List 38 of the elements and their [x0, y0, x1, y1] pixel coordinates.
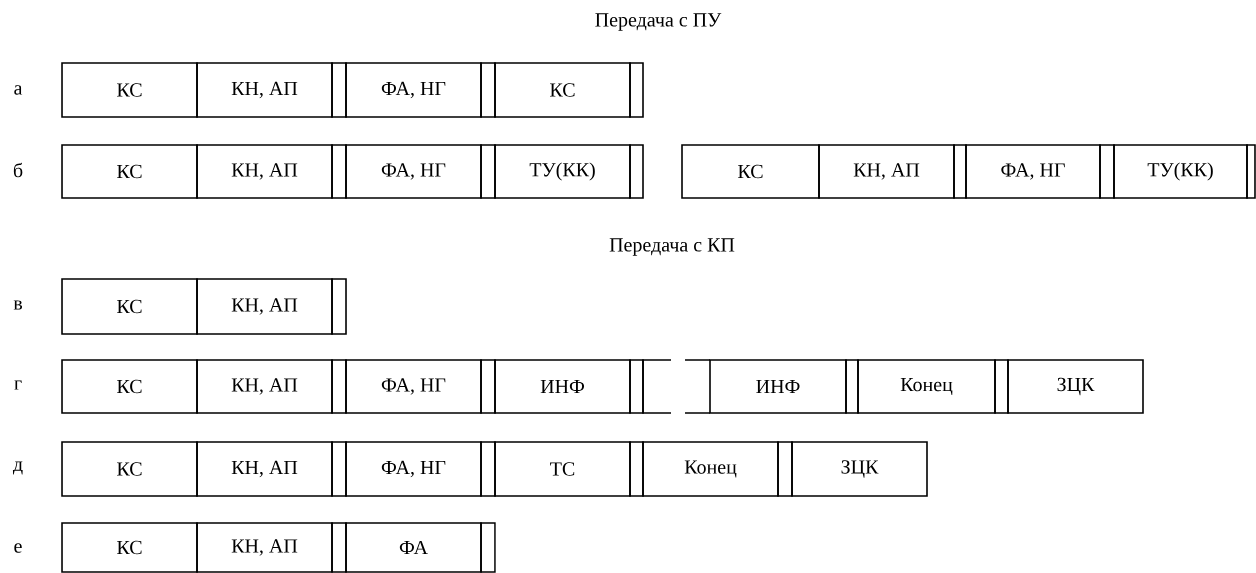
- frame-cell: КН, АП: [196, 522, 333, 573]
- frame-cell: КС: [61, 441, 198, 497]
- frame-cell: ФА, НГ: [345, 359, 482, 414]
- section-heading: Передача с КП: [609, 238, 735, 256]
- section-heading: Передача с ПУ: [595, 13, 722, 31]
- frame-cell: ФА, НГ: [965, 144, 1101, 199]
- frame-cell: Конец: [857, 359, 996, 414]
- frame-cell: КС: [61, 522, 198, 573]
- frame-cell: КС: [61, 359, 198, 414]
- frame-cell: ФА, НГ: [345, 441, 482, 497]
- frame-cell: ФА, НГ: [345, 144, 482, 199]
- frame-cell: КС: [61, 62, 198, 118]
- frame-cell: ТС: [494, 441, 631, 497]
- frame-cell: ФА: [345, 522, 482, 573]
- frame-cell: ЗЦК: [791, 441, 928, 497]
- row-letter: б: [13, 162, 23, 178]
- frame-cell: ТУ(КК): [494, 144, 631, 199]
- row-letter: д: [12, 461, 23, 475]
- frame-cell: КН, АП: [818, 144, 955, 199]
- frame-cell: ЗЦК: [1007, 359, 1144, 414]
- frame-cell: КС: [61, 144, 198, 199]
- frame-cell: КН, АП: [196, 62, 333, 118]
- frame-cell: КС: [61, 278, 198, 335]
- frame-cell: ФА, НГ: [345, 62, 482, 118]
- frame-cell: ИНФ: [494, 359, 631, 414]
- row-letter: е: [14, 543, 22, 553]
- frame-cell: КН, АП: [196, 359, 333, 414]
- frame-cell: ТУ(КК): [1113, 144, 1248, 199]
- frame-cell: КН, АП: [196, 278, 333, 335]
- row-letter: а: [14, 85, 23, 95]
- frame-cell: КН, АП: [196, 144, 333, 199]
- frame-cell: ИНФ: [709, 359, 847, 414]
- frame-cell: КС: [494, 62, 631, 118]
- frame-cell: КН, АП: [196, 441, 333, 497]
- row-letter: в: [13, 300, 23, 310]
- frame-cell: Конец: [642, 441, 779, 497]
- row-letter: г: [14, 380, 22, 390]
- frame-cell: КС: [681, 144, 820, 199]
